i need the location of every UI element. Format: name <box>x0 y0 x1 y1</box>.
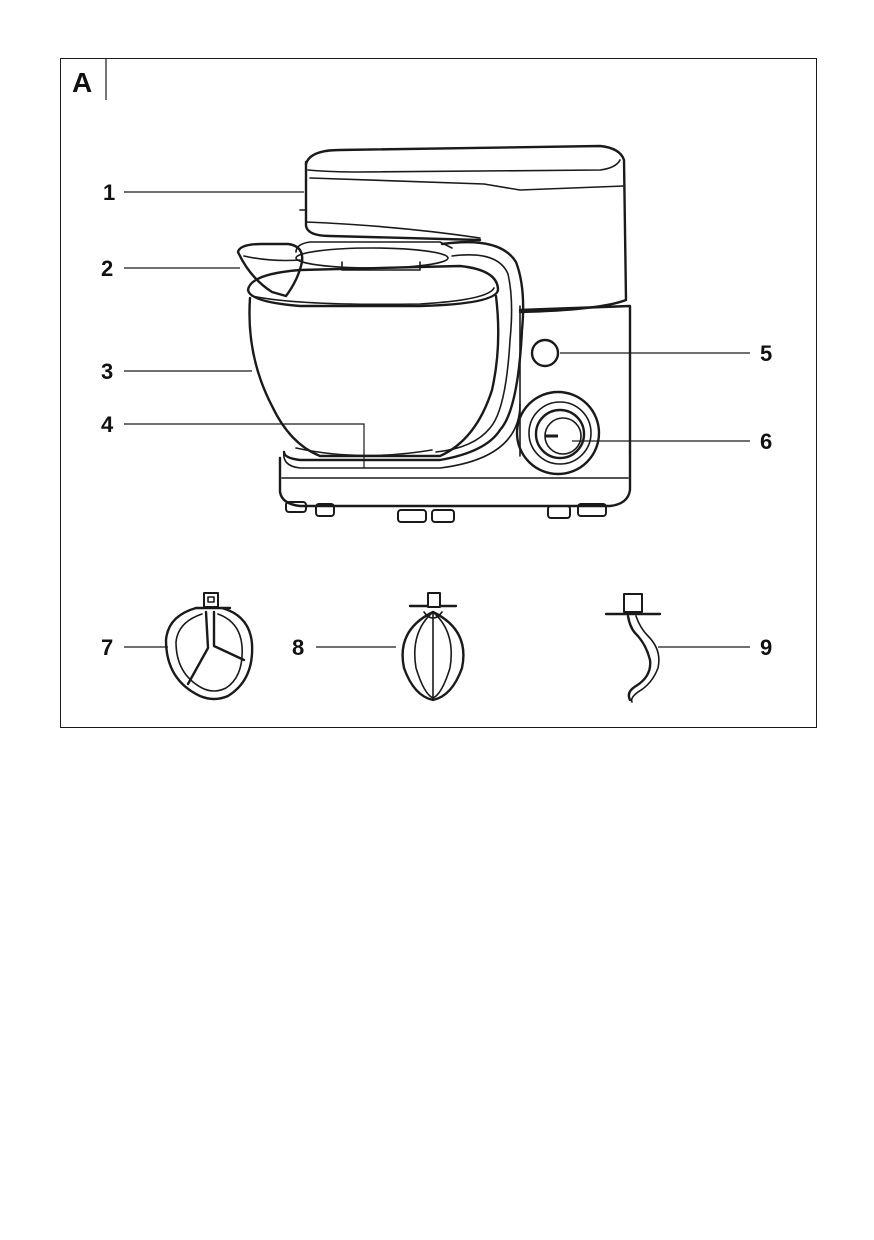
figure-frame <box>60 58 817 728</box>
speed-button[interactable] <box>530 338 560 368</box>
mixer-body <box>518 304 632 454</box>
panel-letter: A <box>72 67 92 98</box>
callout-number-8: 8 <box>292 635 304 660</box>
callout-number-5: 5 <box>760 341 772 366</box>
leader-lines <box>124 191 750 648</box>
dough-hook-illustration <box>604 593 662 703</box>
bowl-support-arm <box>282 240 525 462</box>
callout-number-1: 1 <box>103 180 115 205</box>
callout-number-3: 3 <box>101 359 113 384</box>
bowl-lid <box>246 264 500 308</box>
callout-number-6: 6 <box>760 429 772 454</box>
callout-number-2: 2 <box>101 256 113 281</box>
callout-number-4: 4 <box>101 412 114 437</box>
pouring-chute <box>236 242 304 298</box>
flat-beater-illustration <box>164 592 254 701</box>
callout-number-9: 9 <box>760 635 772 660</box>
mixer-base <box>278 450 632 508</box>
callout-number-7: 7 <box>101 635 113 660</box>
whisk-illustration <box>401 592 465 702</box>
mixing-bowl <box>248 294 500 458</box>
stand-mixer-illustration <box>236 144 632 523</box>
callout-labels: 1 2 3 4 5 6 7 8 9 <box>101 180 772 660</box>
speed-dial-ring <box>515 390 601 476</box>
mixer-head <box>304 144 628 314</box>
leader-line-4 <box>124 423 365 468</box>
